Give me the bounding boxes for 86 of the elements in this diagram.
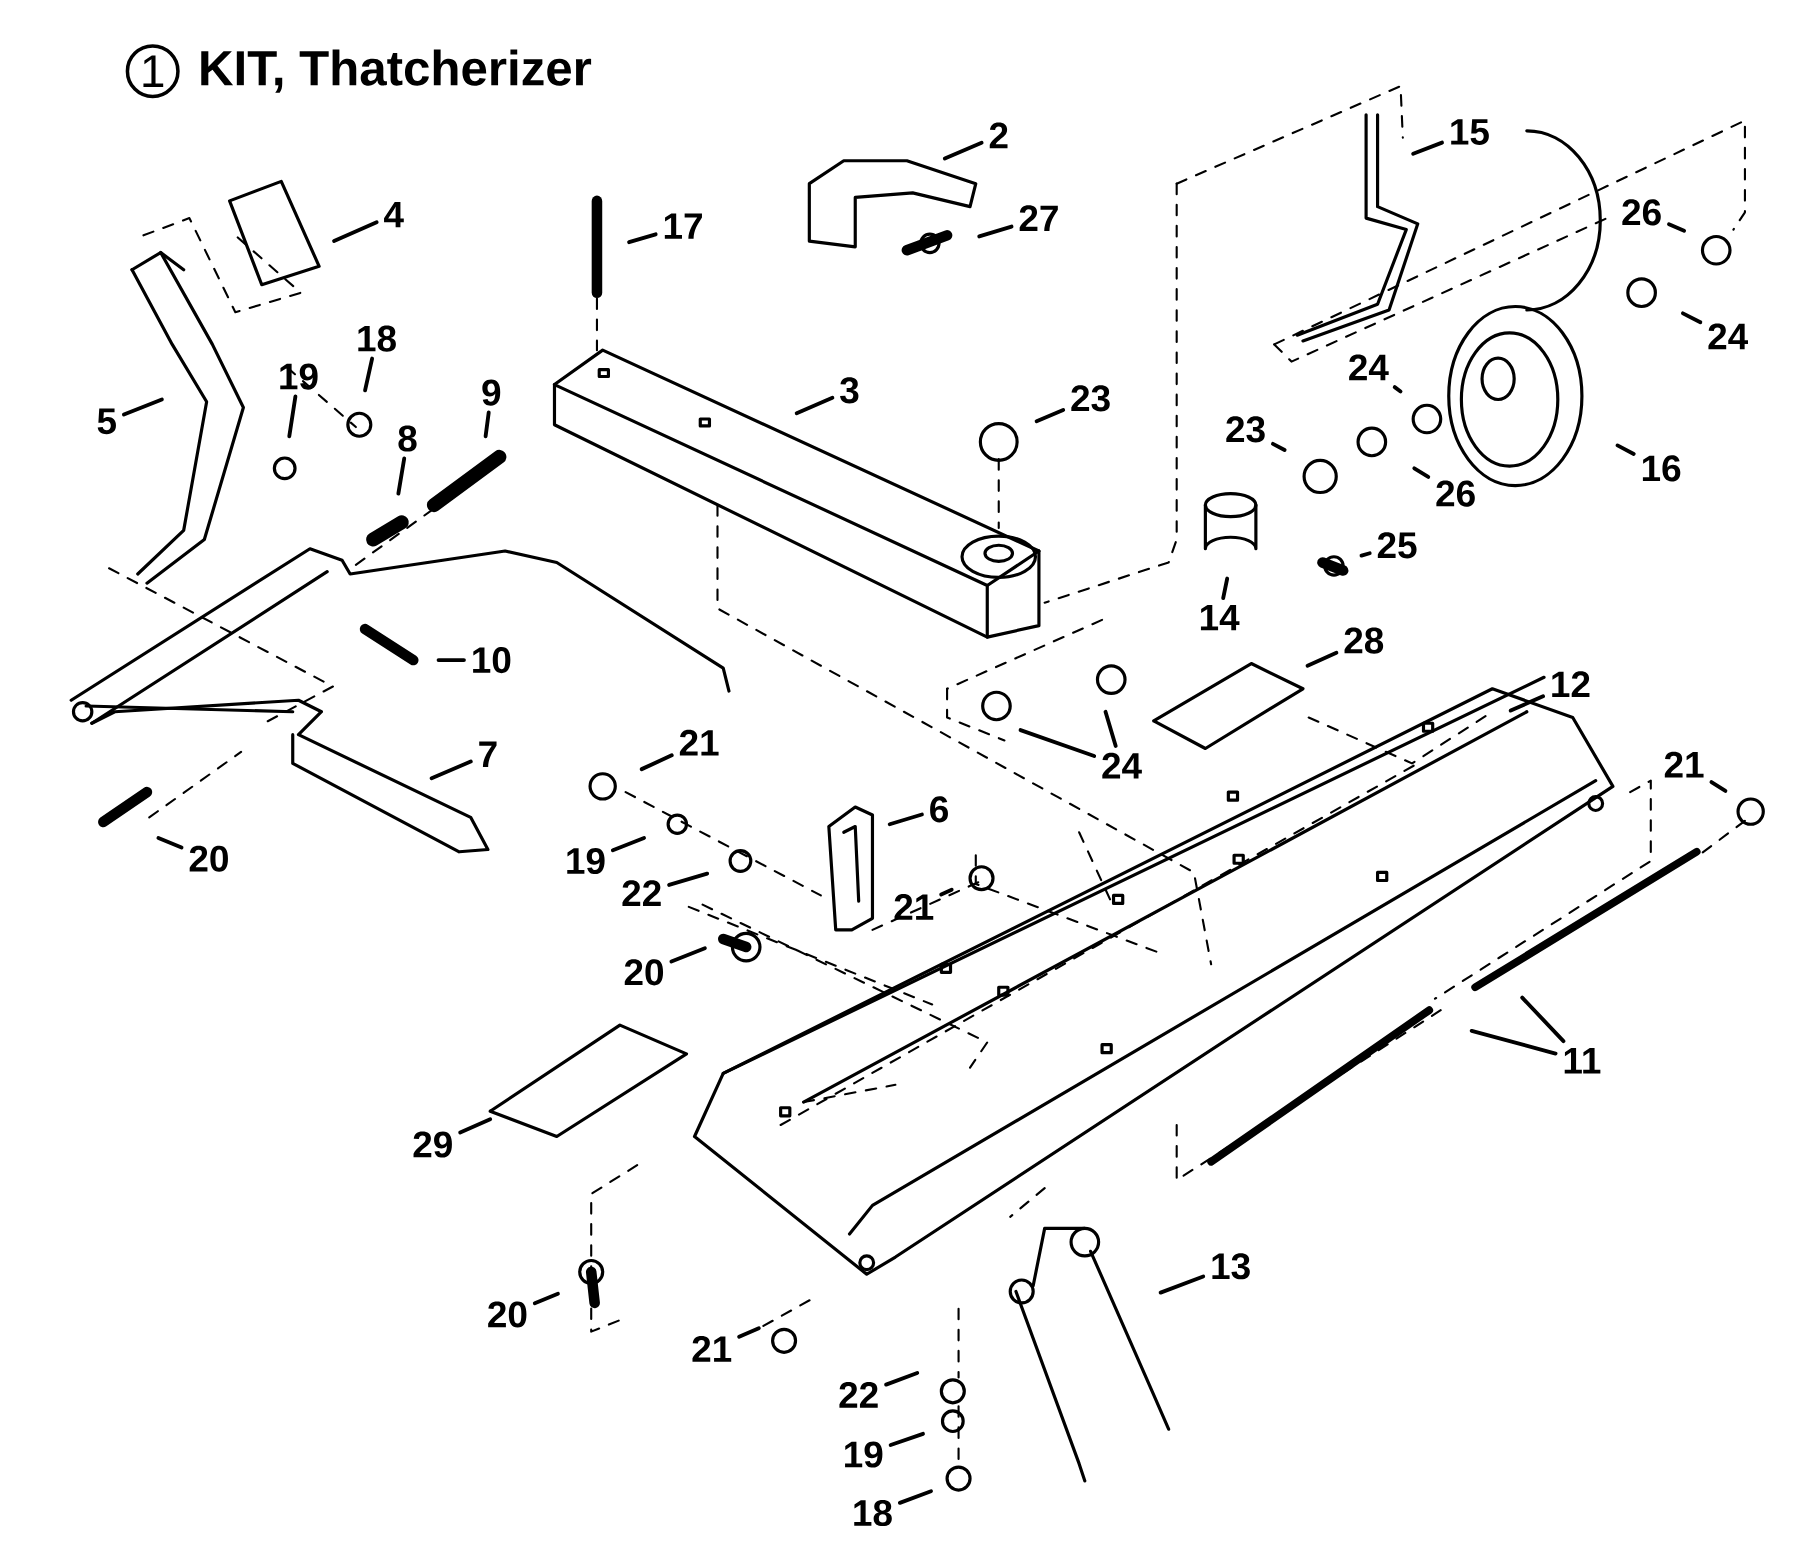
leader-line xyxy=(1034,408,1066,424)
leader-line xyxy=(1018,728,1097,758)
callout-number: 23 xyxy=(1071,385,1110,412)
callout-number: 14 xyxy=(1200,604,1240,631)
callout-number: 23 xyxy=(1226,416,1265,443)
leader-line xyxy=(667,871,710,887)
leader-line xyxy=(1667,222,1687,233)
callout-number: 11 xyxy=(1564,1048,1601,1074)
leader-line xyxy=(436,658,466,662)
leader-line xyxy=(429,759,473,781)
leader-line xyxy=(794,395,835,416)
callout-number: 21 xyxy=(679,729,719,756)
callout-number: 3 xyxy=(840,377,859,404)
leader-line xyxy=(939,887,954,897)
leader-line xyxy=(1305,650,1339,668)
callout-number: 12 xyxy=(1552,671,1590,698)
callout-number: 21 xyxy=(692,1335,732,1362)
callout-number: 28 xyxy=(1344,627,1384,654)
leader-line xyxy=(287,394,298,439)
callout-number: 20 xyxy=(624,959,664,986)
leader-line xyxy=(1469,1028,1558,1056)
leader-line xyxy=(897,1489,933,1505)
leader-line xyxy=(1709,780,1728,793)
callout-number: 24 xyxy=(1349,354,1389,381)
callout-number: 19 xyxy=(280,363,318,390)
leader-line xyxy=(121,397,164,417)
leader-line xyxy=(888,1431,925,1447)
callout-number: 10 xyxy=(473,647,511,674)
callout-number: 16 xyxy=(1642,455,1681,482)
callout-number: 27 xyxy=(1019,205,1058,231)
leader-line xyxy=(1271,441,1287,452)
leader-line xyxy=(1412,466,1431,479)
leader-line xyxy=(610,836,646,853)
callout-number: 2 xyxy=(989,122,1008,149)
callout-number: 26 xyxy=(1622,199,1661,226)
callout-number: 9 xyxy=(482,379,501,406)
callout-number: 15 xyxy=(1451,119,1489,145)
callout-number: 4 xyxy=(384,201,404,228)
leader-line xyxy=(332,220,379,243)
callout-number: 17 xyxy=(664,213,702,239)
leader-line xyxy=(458,1117,493,1135)
callout-number: 19 xyxy=(567,847,605,874)
callout-number: 24 xyxy=(1102,752,1142,779)
callout-number: 5 xyxy=(97,408,116,435)
leader-line xyxy=(977,224,1014,239)
leader-line xyxy=(1392,385,1403,394)
leader-line xyxy=(884,1371,920,1387)
leader-line xyxy=(1615,443,1636,456)
leader-line xyxy=(737,1326,761,1339)
leader-line xyxy=(396,456,407,496)
leader-line xyxy=(532,1291,560,1306)
callout-number: 18 xyxy=(358,325,396,352)
callout-number: 26 xyxy=(1436,480,1475,507)
leader-line xyxy=(627,232,658,245)
leader-line xyxy=(1359,551,1372,558)
title: KIT, Thatcherizer xyxy=(201,49,592,93)
callout-number: 19 xyxy=(845,1441,883,1468)
callout-number: 29 xyxy=(413,1131,452,1158)
callout-number: 8 xyxy=(398,425,417,452)
callout-number: 20 xyxy=(488,1301,527,1328)
leader-line xyxy=(639,753,674,772)
callout-number: 7 xyxy=(479,741,497,767)
leader-line xyxy=(156,836,184,850)
callout-number: 6 xyxy=(930,796,948,823)
leader-line xyxy=(1158,1274,1206,1295)
callout-number: 24 xyxy=(1708,323,1748,350)
callout-number: 18 xyxy=(854,1499,892,1527)
leader-line xyxy=(942,140,984,161)
leader-line xyxy=(1520,995,1566,1044)
callout-number: 22 xyxy=(839,1381,878,1408)
callout-number: 25 xyxy=(1377,532,1417,559)
circled-number: 1 xyxy=(125,44,180,99)
leader-line xyxy=(1221,576,1230,600)
leader-line xyxy=(1411,140,1444,156)
callout-number: 21 xyxy=(1664,751,1704,778)
callout-number: 21 xyxy=(894,894,934,920)
callout-number: 20 xyxy=(189,845,228,872)
leader-line xyxy=(669,946,707,964)
leader-line xyxy=(1508,694,1545,713)
callout-number: 22 xyxy=(622,880,661,906)
leader-line xyxy=(363,356,375,393)
leader-line xyxy=(1103,709,1118,748)
leader-line xyxy=(887,812,924,827)
leader-line xyxy=(483,410,491,439)
callout-number: 13 xyxy=(1212,1253,1250,1280)
leader-line xyxy=(1681,311,1703,325)
